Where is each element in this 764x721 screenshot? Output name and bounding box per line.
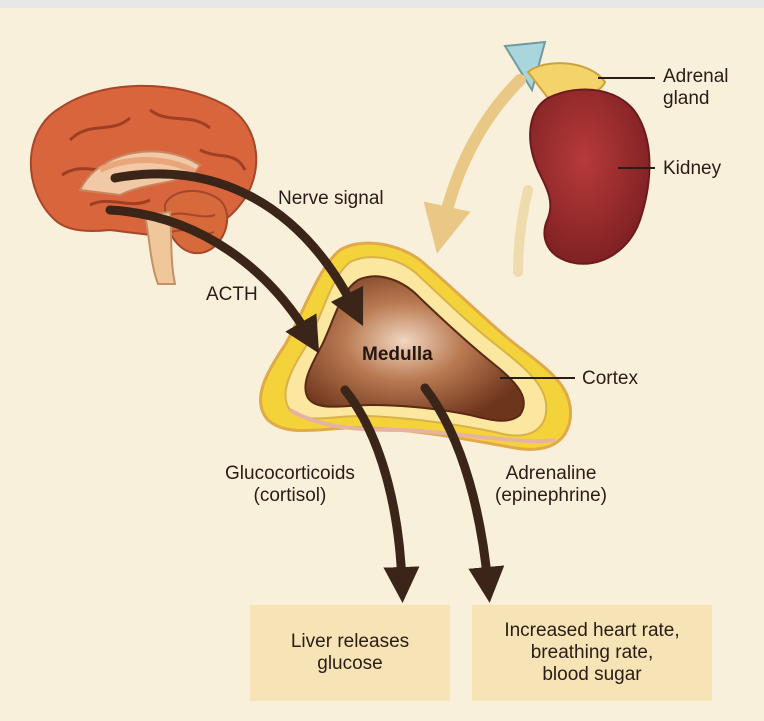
- adrenal-gland-label: Adrenal gland: [663, 66, 729, 110]
- adrenaline-label: Adrenaline (epinephrine): [495, 463, 607, 507]
- cortex-label: Cortex: [582, 368, 638, 390]
- acth-label: ACTH: [206, 284, 258, 306]
- nerve-signal-label: Nerve signal: [278, 188, 384, 210]
- heart-outcome-line: Increased heart rate,: [504, 620, 679, 642]
- glucocorticoids-label: Glucocorticoids (cortisol): [225, 463, 355, 507]
- heart-outcome-line: blood sugar: [542, 664, 641, 686]
- heart-outcome-line: breathing rate,: [531, 642, 654, 664]
- heart-outcome-box: Increased heart rate, breathing rate, bl…: [472, 603, 712, 701]
- medulla-label: Medulla: [362, 344, 433, 366]
- liver-outcome-line: Liver releases: [291, 631, 409, 653]
- kidney-label: Kidney: [663, 158, 721, 180]
- liver-outcome-line: glucose: [317, 653, 383, 675]
- liver-outcome-box: Liver releases glucose: [250, 603, 450, 701]
- top-border: [0, 0, 764, 8]
